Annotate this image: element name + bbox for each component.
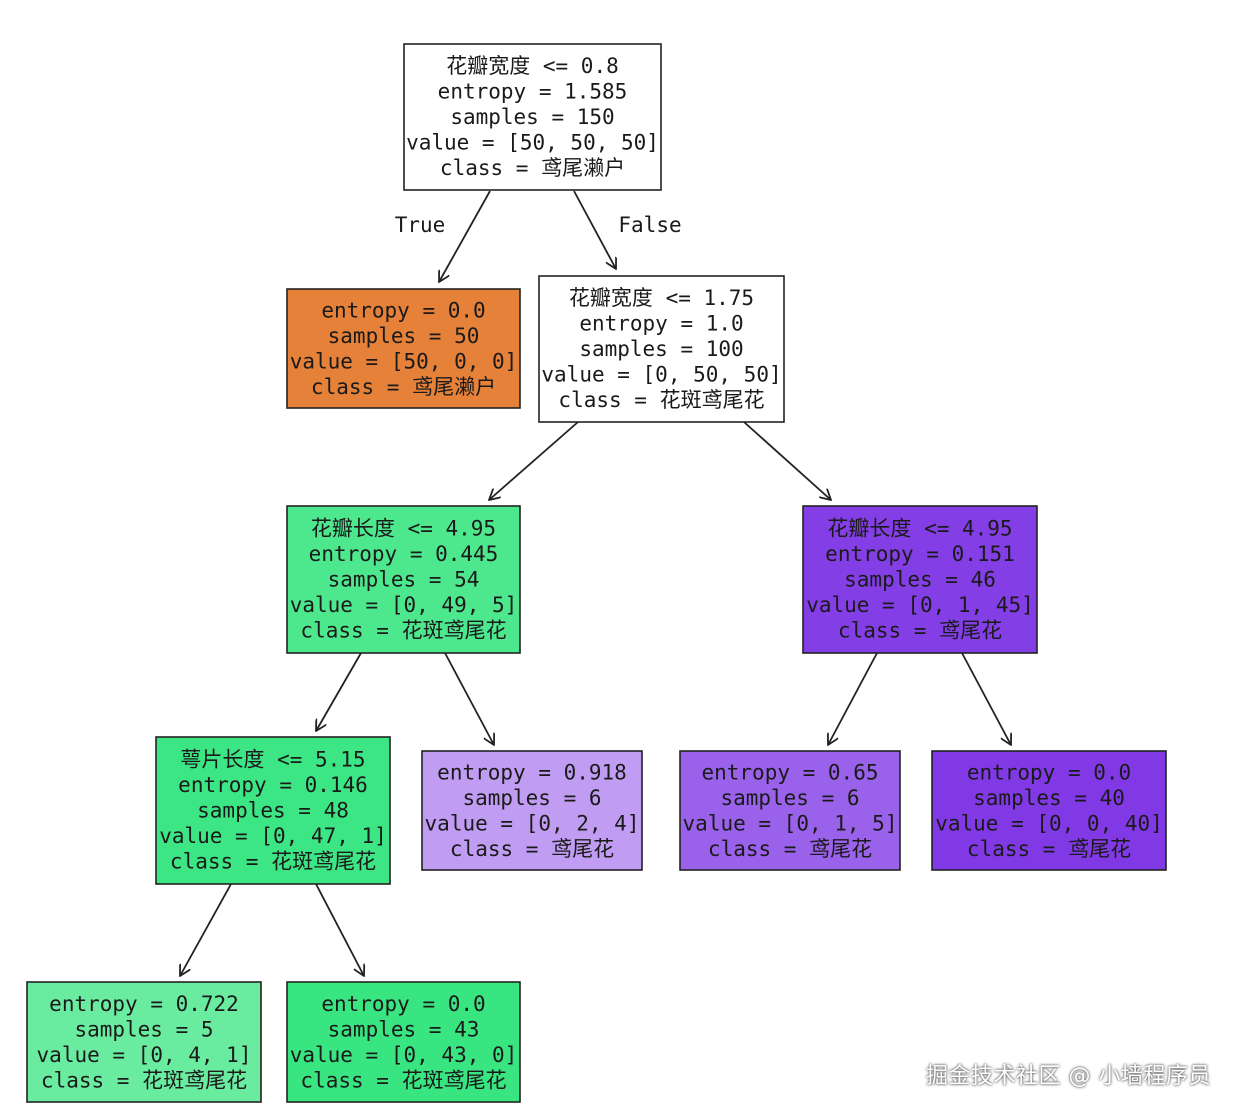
node-text-line: entropy = 0.0 <box>967 760 1131 784</box>
node-text-line: 花瓣长度 <= 4.95 <box>311 517 496 541</box>
node-text-line: value = [0, 50, 50] <box>541 363 781 387</box>
edges-layer: True False <box>180 190 1011 976</box>
node-text-line: value = [0, 47, 1] <box>159 824 387 848</box>
node-text-line: entropy = 0.0 <box>321 992 485 1016</box>
node-text-line: value = [0, 4, 1] <box>37 1043 252 1067</box>
node-box <box>286 288 521 409</box>
node-text-line: samples = 54 <box>328 568 480 592</box>
node-text-line: value = [0, 0, 40] <box>935 811 1163 835</box>
node-text-line: samples = 150 <box>450 105 614 129</box>
node-text-line: value = [50, 0, 0] <box>290 349 518 373</box>
node-text-line: 花瓣宽度 <= 0.8 <box>446 54 619 78</box>
node-text-line: entropy = 0.65 <box>701 760 878 784</box>
node-text-line: class = 花斑鸢尾花 <box>300 1068 506 1092</box>
node-text-line: samples = 6 <box>462 786 601 810</box>
edge-label-true: True <box>395 213 446 237</box>
node-text-line: samples = 6 <box>720 786 859 810</box>
node-box <box>931 750 1167 871</box>
node-text-line: value = [0, 1, 45] <box>806 593 1034 617</box>
node-text-line: value = [0, 43, 0] <box>290 1043 518 1067</box>
node-text-line: class = 花斑鸢尾花 <box>41 1068 247 1092</box>
node-text-line: value = [0, 2, 4] <box>425 811 640 835</box>
node-box <box>802 505 1038 654</box>
node-text-line: 花瓣宽度 <= 1.75 <box>569 286 754 310</box>
watermark: 掘金技术社区 @ 小墙程序员 <box>926 1064 1211 1089</box>
node-text-line: class = 花斑鸢尾花 <box>300 619 506 643</box>
node-box <box>679 750 901 871</box>
edge-n0-n2 <box>573 190 616 269</box>
node-text-line: samples = 48 <box>197 799 349 823</box>
node-text-line: entropy = 0.0 <box>321 298 485 322</box>
node-box <box>155 736 391 885</box>
node-text-line: value = [50, 50, 50] <box>406 131 659 155</box>
node-box <box>26 981 262 1103</box>
node-text-line: entropy = 0.445 <box>309 542 499 566</box>
node-text-line: class = 鸢尾花 <box>967 837 1131 861</box>
node-box <box>286 981 521 1103</box>
node-box <box>538 275 785 423</box>
node-text-line: samples = 100 <box>579 337 743 361</box>
edge-n3-n5 <box>316 652 362 731</box>
node-box <box>403 43 662 191</box>
node-text-line: 花瓣长度 <= 4.95 <box>827 517 1012 541</box>
node-text-line: entropy = 0.722 <box>49 992 239 1016</box>
edge-n5-n10 <box>315 883 364 976</box>
edge-n3-n6 <box>444 652 494 745</box>
node-text-line: entropy = 0.918 <box>437 760 627 784</box>
node-text-line: 萼片长度 <= 5.15 <box>180 748 365 772</box>
node-text-line: value = [0, 49, 5] <box>290 593 518 617</box>
node-text-line: samples = 40 <box>973 786 1125 810</box>
node-text-line: value = [0, 1, 5] <box>683 811 898 835</box>
node-text-line: class = 鸢尾花 <box>838 619 1002 643</box>
edge-n4-n7 <box>828 652 878 745</box>
node-text-line: class = 鸢尾濑户 <box>440 156 625 180</box>
node-box <box>286 505 521 654</box>
edge-n2-n3 <box>489 421 579 500</box>
node-text-line: samples = 50 <box>328 324 480 348</box>
node-text-line: entropy = 0.146 <box>178 773 368 797</box>
node-text-line: class = 鸢尾濑户 <box>311 375 496 399</box>
edge-n0-n1 <box>439 190 491 282</box>
node-text-line: class = 花斑鸢尾花 <box>170 850 376 874</box>
node-text-line: samples = 43 <box>328 1017 480 1041</box>
edge-n5-n9 <box>180 883 232 976</box>
node-text-line: class = 鸢尾花 <box>708 837 872 861</box>
node-text-line: entropy = 1.0 <box>579 312 743 336</box>
node-text-line: class = 花斑鸢尾花 <box>558 388 764 412</box>
edge-label-false: False <box>618 213 681 237</box>
node-text-line: samples = 5 <box>74 1017 213 1041</box>
node-text-line: entropy = 0.151 <box>825 542 1015 566</box>
node-text-line: class = 鸢尾花 <box>450 837 614 861</box>
node-text-line: samples = 46 <box>844 568 996 592</box>
edge-n4-n8 <box>961 652 1011 745</box>
node-text-line: entropy = 1.585 <box>438 80 628 104</box>
node-box <box>421 750 643 871</box>
edge-n2-n4 <box>743 421 831 500</box>
